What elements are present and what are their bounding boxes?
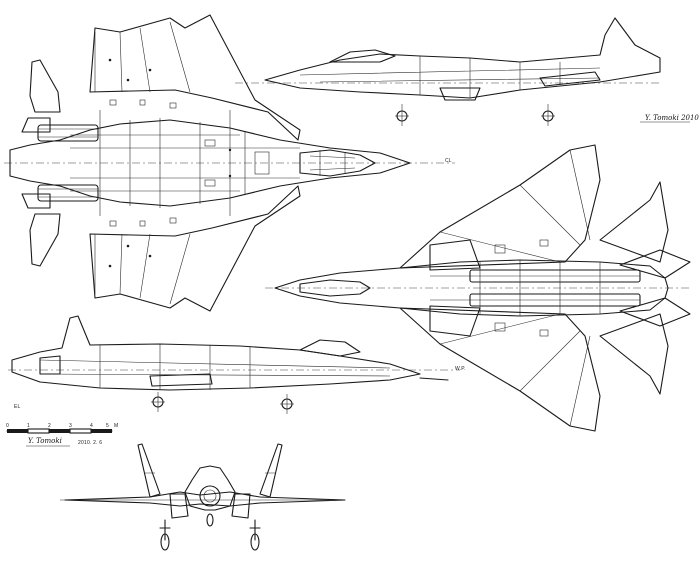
scale-bar: [6, 428, 113, 434]
scale-tick: 2: [48, 423, 51, 429]
scale-unit: M: [114, 423, 119, 429]
scale-tick: 0: [6, 423, 9, 429]
scale-tick: 5: [106, 423, 109, 429]
scale-tick: 3: [69, 423, 72, 429]
centerline-tag: CL: [445, 158, 452, 164]
bottom-signature-date: 2010. 2. 6: [78, 440, 103, 446]
top-signature: Y. Tomoki 2010: [645, 114, 699, 122]
front-view: [60, 443, 346, 551]
side-view-lower: [8, 315, 460, 414]
bottom-signature: Y. Tomoki: [28, 437, 62, 445]
plan-view-top: [265, 144, 691, 432]
side-view-upper: [235, 17, 661, 126]
scale-tick: 4: [90, 423, 93, 429]
scale-tick: 1: [27, 423, 30, 429]
lower-tag: EL: [14, 404, 21, 410]
plan-view-underside: [4, 14, 455, 312]
side-note: W.P.: [455, 366, 466, 372]
